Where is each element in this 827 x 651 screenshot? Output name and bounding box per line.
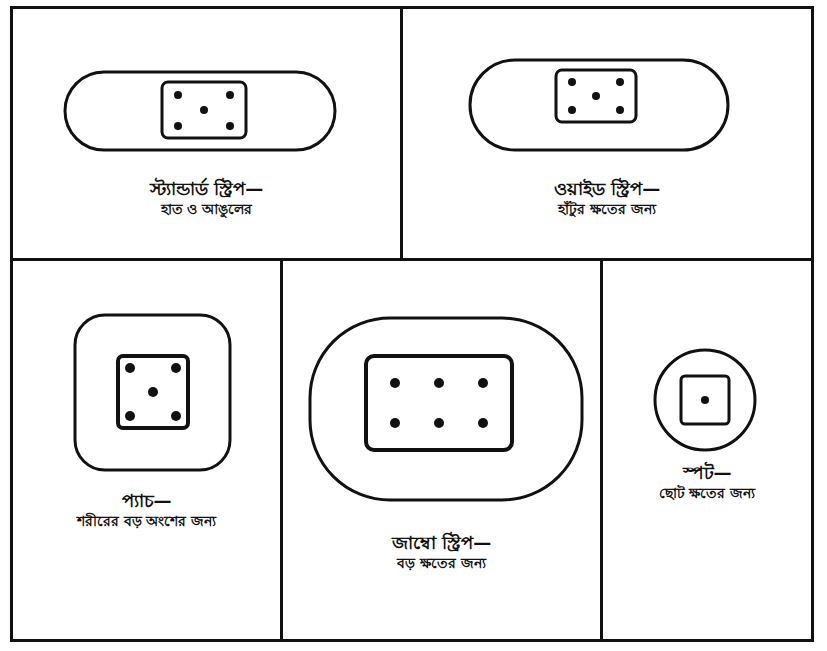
- usage-note: শরীরের বড় অংশের জন্য: [21, 512, 272, 531]
- type-name: স্ট্যান্ডার্ড স্ট্রিপ—: [21, 177, 392, 200]
- pad: [681, 376, 729, 424]
- bandage-panel: জাম্বো স্ট্রিপ—বড় ক্ষতের জন্য: [280, 258, 603, 642]
- strip-outline: [65, 72, 335, 150]
- perforation-dots: [125, 78, 709, 428]
- usage-note: ছোট ক্ষতের জন্য: [611, 484, 803, 503]
- pad: [366, 356, 512, 450]
- patch-outline: [75, 315, 230, 470]
- panel-caption: ওয়াইড স্ট্রিপ—হাঁটুর ক্ষতের জন্য: [411, 177, 803, 219]
- bandage-panel: ওয়াইড স্ট্রিপ—হাঁটুর ক্ষতের জন্য: [400, 6, 814, 261]
- usage-note: হাত ও আঙুলের: [21, 200, 392, 219]
- panel-caption: স্পট—ছোট ক্ষতের জন্য: [611, 461, 803, 503]
- pad: [556, 70, 636, 122]
- panel-caption: জাম্বো স্ট্রিপ—বড় ক্ষতের জন্য: [291, 531, 592, 573]
- bandage-panel: প্যাচ—শরীরের বড় অংশের জন্য: [10, 258, 283, 642]
- bandage-panel: স্পট—ছোট ক্ষতের জন্য: [600, 258, 814, 642]
- pad: [118, 356, 188, 428]
- panel-caption: স্ট্যান্ডার্ড স্ট্রিপ—হাত ও আঙুলের: [21, 177, 392, 219]
- spot-outline: [655, 350, 755, 450]
- usage-note: হাঁটুর ক্ষতের জন্য: [411, 200, 803, 219]
- pad: [162, 82, 246, 138]
- usage-note: বড় ক্ষতের জন্য: [291, 554, 592, 573]
- type-name: স্পট—: [611, 461, 803, 484]
- strip-outline: [310, 318, 582, 500]
- bandage-panel: স্ট্যান্ডার্ড স্ট্রিপ—হাত ও আঙুলের: [10, 6, 403, 261]
- panel-caption: প্যাচ—শরীরের বড় অংশের জন্য: [21, 489, 272, 531]
- type-name: ওয়াইড স্ট্রিপ—: [411, 177, 803, 200]
- type-name: জাম্বো স্ট্রিপ—: [291, 531, 592, 554]
- strip-outline: [470, 60, 728, 150]
- type-name: প্যাচ—: [21, 489, 272, 512]
